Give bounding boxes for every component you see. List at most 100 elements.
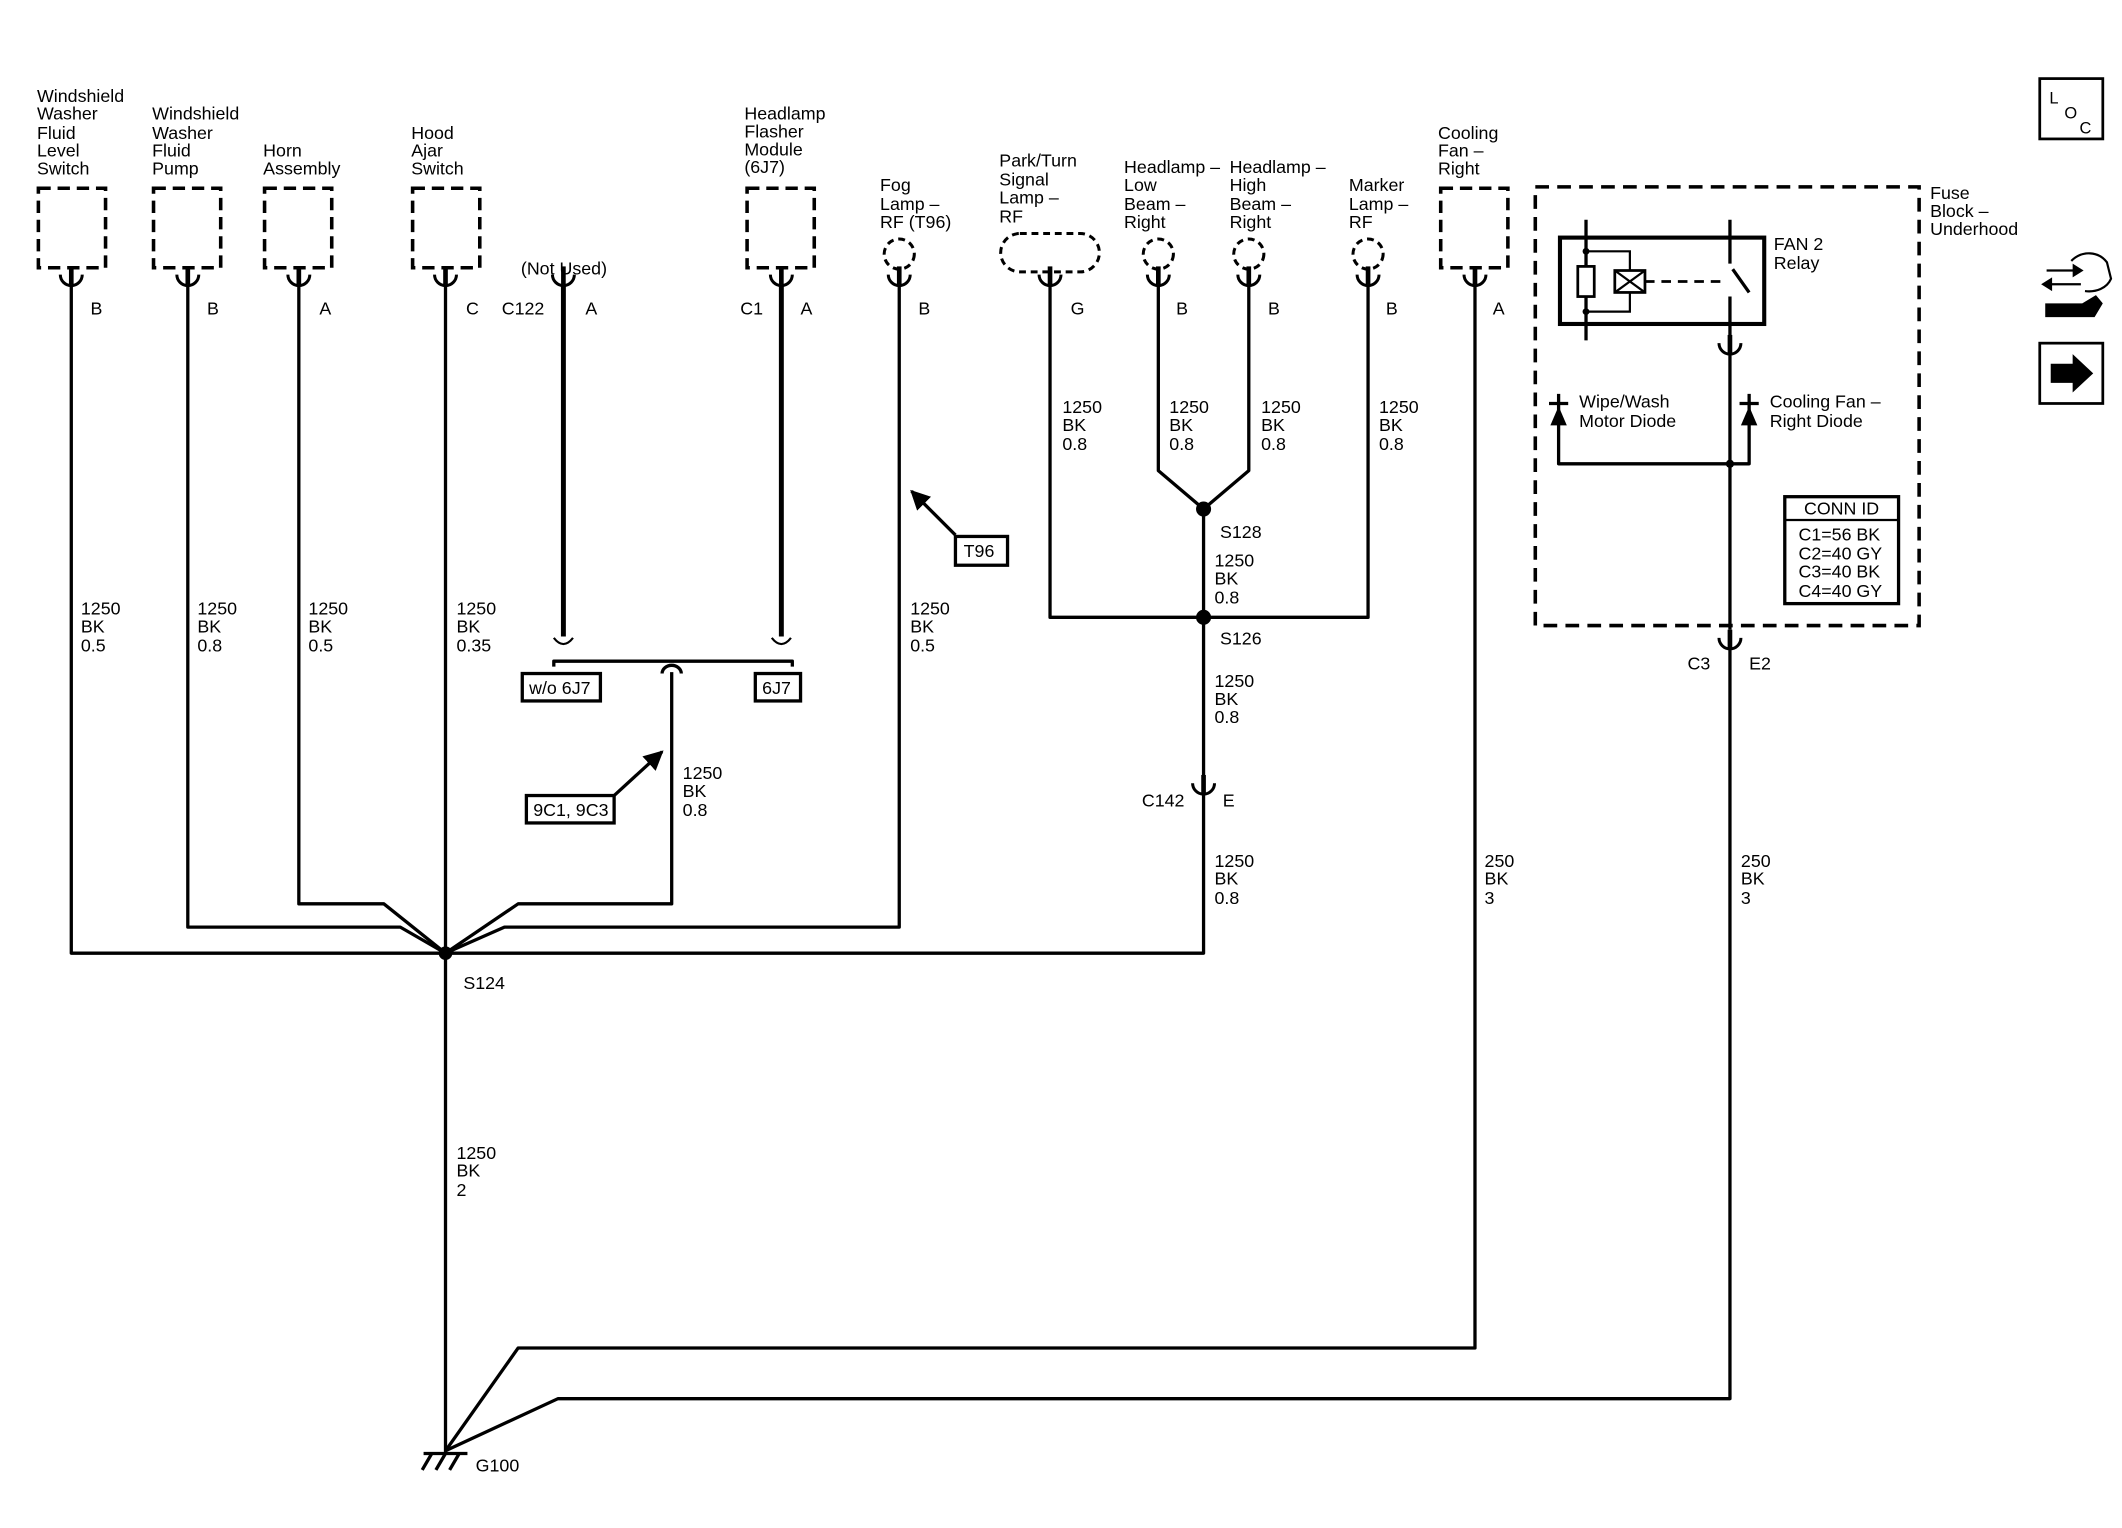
pin-label: B [90,298,102,318]
wire-size: 0.5 [910,636,935,656]
splice-s124-label: S124 [463,973,505,993]
wire-circuit: 1250 [1379,397,1419,417]
wire-label-park-turn-lamp: 1250 BK 0.8 [1062,397,1102,454]
wire-circuit: 1250 [1169,397,1209,417]
wire-circuit: 1250 [1261,397,1301,417]
wire-label-fog-lamp: 1250 BK 0.5 [910,599,950,656]
loc-letter: L [2049,89,2058,107]
conn-id-title: CONN ID [1804,499,1879,519]
label-line: Signal [999,170,1049,190]
label-line: Fan – [1438,141,1484,161]
fan-2-relay [1557,219,1767,341]
marker-lamp-outline [1351,237,1385,271]
park-turn-lamp-label: Park/Turn Signal Lamp – RF G [999,150,1084,318]
wire-fuse-block-e2 [444,647,1732,1453]
cooling-fan-label: Cooling Fan – Right A [1438,123,1505,318]
label-line: Motor Diode [1579,411,1676,431]
option-end-c122 [552,637,574,646]
label-line: Horn [263,141,302,161]
label-line: Pump [152,159,199,179]
conn-id-row: C4=40 GY [1798,581,1882,601]
wire-circuit: 1250 [197,599,237,619]
wire-ws-pump [186,284,447,955]
label-line: Right [1438,159,1480,179]
splice-s126-label: S126 [1220,629,1262,649]
not-used-label: (Not Used) C122 A [502,259,607,319]
wire-headlamp-low [1156,284,1205,511]
location-icon[interactable]: L O C [2038,77,2105,141]
hood-ajar-outline [410,186,482,270]
wire-size: 0.5 [81,636,106,656]
ground-symbol [420,1451,468,1471]
connector-pin [1147,266,1169,285]
label-line: Lamp – [999,187,1059,207]
next-page-arrow-icon[interactable] [2038,341,2105,405]
relay-connector-pin [1719,335,1741,354]
wire-circuit: 1250 [456,1143,496,1163]
option-with-6j7-label: 6J7 [762,678,791,698]
headlamp-high-label: Headlamp – High Beam – Right B [1230,157,1326,318]
wire-color: BK [1169,415,1193,435]
cooling-fan-diode-symbol [1739,401,1759,426]
headlamp-high-outline [1232,237,1266,271]
wire-label-s124-to-g100: 1250 BK 2 [456,1143,496,1200]
wire-color: BK [1062,415,1086,435]
conn-id-row: C3=40 BK [1798,562,1880,582]
wire-label-s128-to-s126: 1250 BK 0.8 [1215,551,1255,608]
reference-t96[interactable]: T96 [910,489,1010,567]
label-line: Beam – [1230,194,1291,214]
label-line: Assembly [263,159,340,179]
wire-size: 0.8 [1169,434,1194,454]
wire-circuit: 1250 [1215,671,1255,691]
wire-color: BK [1215,689,1239,709]
ws-pump-outline [151,186,223,270]
splice-s128-label: S128 [1220,522,1262,542]
wire-label-headlamp-low: 1250 BK 0.8 [1169,397,1209,454]
pin-label: B [918,298,930,318]
wire-label-cooling-fan: 250 BK 3 [1485,851,1515,908]
label-line: Windshield [152,104,239,124]
label-line: Fluid [152,141,191,161]
label-line: Flasher [744,122,803,142]
connector-pin [288,266,310,285]
splice-s124-dot [438,946,453,961]
cooling-fan-diode-label: Cooling Fan – Right Diode [1770,392,1881,431]
wire-size: 0.8 [1215,888,1240,908]
relay-diode-junction [1725,459,1735,468]
label-line: (Not Used) [521,259,607,279]
reference-9c1-9c3[interactable]: 9C1, 9C3 [524,750,664,825]
wire-size: 0.8 [1062,434,1087,454]
connector-pin [1039,266,1061,285]
c142-connector-label: C142 [1142,790,1185,810]
connector-pin [770,266,792,285]
label-line: Ajar [411,141,443,161]
fog-lamp-label: Fog Lamp – RF (T96) B [880,175,951,318]
option-end-6j7 [770,637,792,646]
label-line: Lamp – [1349,194,1409,214]
wire-size: 3 [1741,888,1751,908]
splice-s128-dot [1196,501,1212,517]
fuse-block-connector-label: C3 [1687,653,1710,673]
label-line: Washer [37,104,98,124]
wire-circuit: 250 [1741,851,1771,871]
wire-label-fuse-block-e2: 250 BK 3 [1741,851,1771,908]
label-line: RF (T96) [880,212,951,232]
label-line: Lamp – [880,194,940,214]
wire-circuit: 1250 [1062,397,1102,417]
marker-lamp-label: Marker Lamp – RF B [1349,175,1409,318]
label-line: Headlamp [744,104,825,124]
label-line: Windshield [37,86,124,106]
wire-color: BK [456,616,480,636]
pin-label: B [1176,298,1188,318]
label-line: Switch [411,159,463,179]
wire-label-marker-lamp: 1250 BK 0.8 [1379,397,1419,454]
headlamp-low-outline [1141,237,1175,271]
hand-arrows-icon[interactable] [2041,252,2113,318]
label-line: Headlamp – [1230,157,1326,177]
horn-outline [262,186,334,270]
wipe-wash-diode-label: Wipe/Wash Motor Diode [1579,392,1676,431]
wire-label-ws-level-switch: 1250 BK 0.5 [81,599,121,656]
option-splice-arc [660,663,683,674]
wire-circuit: 1250 [81,599,121,619]
